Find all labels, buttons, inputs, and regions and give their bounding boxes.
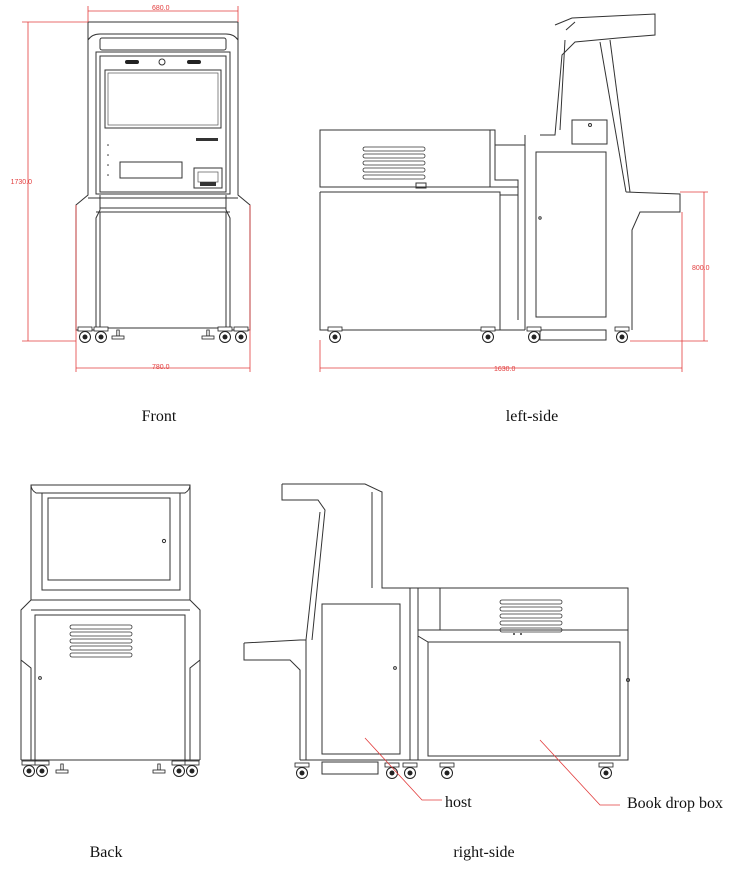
back-view bbox=[20, 484, 201, 777]
front-width-label: 680.0 bbox=[152, 5, 170, 12]
callout-host: host bbox=[445, 794, 472, 811]
left-side-view: 1630.0 800.0 bbox=[319, 13, 710, 373]
left-side-dimensions: 1630.0 800.0 bbox=[319, 191, 710, 373]
front-dimensions: 680.0 1730.0 780.0 bbox=[11, 5, 251, 372]
callout-book-drop-box: Book drop box bbox=[627, 795, 723, 812]
front-height-label: 1730.0 bbox=[11, 179, 33, 186]
side-desk-height-label: 800.0 bbox=[692, 265, 710, 272]
caption-back: Back bbox=[90, 844, 123, 861]
side-length-label: 1630.0 bbox=[494, 366, 516, 373]
caption-left-side: left-side bbox=[506, 408, 558, 425]
front-base-width-label: 780.0 bbox=[152, 364, 170, 371]
front-view: 680.0 1730.0 780.0 bbox=[11, 5, 251, 372]
caption-right-side: right-side bbox=[453, 844, 514, 861]
right-side-view bbox=[243, 483, 630, 806]
caption-front: Front bbox=[142, 408, 177, 425]
